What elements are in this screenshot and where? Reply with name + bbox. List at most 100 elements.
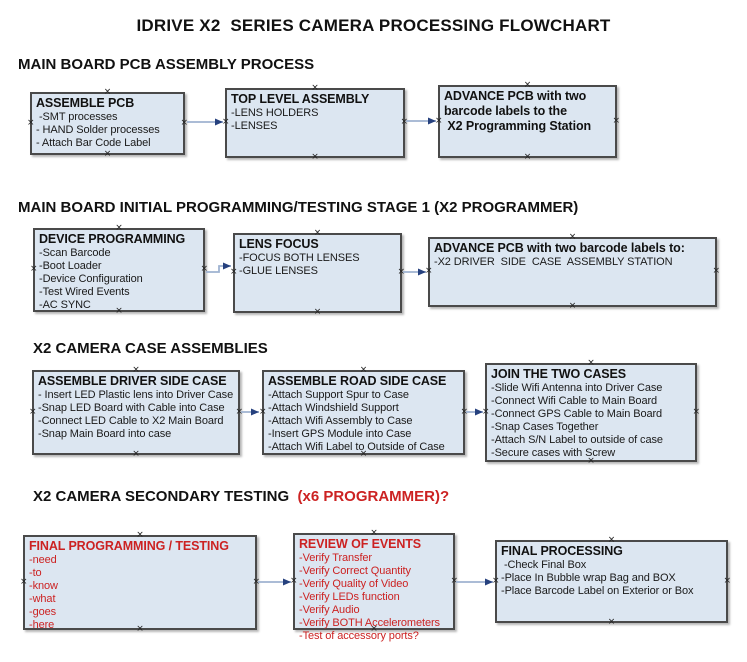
box-items: -Slide Wifi Antenna into Driver Case-Con… xyxy=(491,382,691,460)
box-item: -Verify Quality of Video xyxy=(299,578,409,590)
box-item: -Attach Wifi Label to Outside of Case xyxy=(268,441,445,453)
box-item: -Place In Bubble wrap Bag and BOX xyxy=(501,572,676,584)
connection-handle-icon: × xyxy=(230,267,238,278)
box-item: -know xyxy=(29,580,58,592)
connection-handle-icon: × xyxy=(435,115,443,126)
box-item: -Secure cases with Screw xyxy=(491,447,616,459)
box-item: -Device Configuration xyxy=(39,273,143,285)
box-lens-focus: LENS FOCUS -FOCUS BOTH LENSES-GLUE LENSE… xyxy=(230,229,405,317)
connection-handle-icon: × xyxy=(132,449,140,459)
box-item: -Place Barcode Label on Exterior or Box xyxy=(501,585,694,597)
connection-handle-icon: × xyxy=(30,264,38,275)
connection-handle-icon: × xyxy=(252,576,260,587)
box-item: -Check Final Box xyxy=(501,559,587,571)
box-item: -Attach Wifi Assembly to Case xyxy=(268,415,413,427)
box-title: JOIN THE TWO CASES xyxy=(491,367,627,381)
connection-handle-icon: × xyxy=(568,301,577,311)
box-assemble-driver-side-case: ASSEMBLE DRIVER SIDE CASE - Insert LED P… xyxy=(29,366,243,459)
connection-handle-icon: × xyxy=(460,406,468,417)
box-item: -Verify Audio xyxy=(299,604,360,616)
box-item: -Verify BOTH Accelerometers xyxy=(299,617,440,629)
connection-handle-icon: × xyxy=(425,266,433,277)
box-title: ADVANCE PCB with two barcode labels to t… xyxy=(444,89,592,133)
box-items: -need-to-know-what-goes-here xyxy=(29,554,251,632)
box-item: -Snap Main Board into case xyxy=(38,428,172,440)
box-item: -Verify Correct Quantity xyxy=(299,565,411,577)
box-items: -FOCUS BOTH LENSES-GLUE LENSES xyxy=(239,252,396,278)
box-item: -SMT processes xyxy=(36,111,118,123)
connection-handle-icon: × xyxy=(200,264,208,275)
box-title: FINAL PROCESSING xyxy=(501,544,623,558)
box-review-of-events: REVIEW OF EVENTS -Verify Transfer-Verify… xyxy=(290,529,458,643)
connection-handle-icon: × xyxy=(29,406,37,417)
box-final-processing: FINAL PROCESSING -Check Final Box-Place … xyxy=(492,536,731,627)
box-item: -GLUE LENSES xyxy=(239,265,318,277)
box-item: -here xyxy=(29,619,55,631)
box-item: -Connect GPS Cable to Main Board xyxy=(491,408,663,420)
box-items: -SMT processes- HAND Solder processes- A… xyxy=(36,111,179,150)
box-item: -FOCUS BOTH LENSES xyxy=(239,252,360,264)
box-item: -Insert GPS Module into Case xyxy=(268,428,412,440)
box-item: -Connect Wifi Cable to Main Board xyxy=(491,395,658,407)
connection-handle-icon: × xyxy=(290,575,298,586)
box-title: ASSEMBLE DRIVER SIDE CASE xyxy=(38,374,227,388)
heading-suffix-red: (x6 PROGRAMMER)? xyxy=(297,488,450,505)
box-items: -LENS HOLDERS-LENSES xyxy=(231,107,399,133)
box-device-programming: DEVICE PROGRAMMING -Scan Barcode-Boot Lo… xyxy=(30,224,208,316)
box-item: -Verify Transfer xyxy=(299,552,372,564)
box-advance-pcb-driver-side: ADVANCE PCB with two barcode labels to: … xyxy=(425,233,720,311)
box-item: -Connect LED Cable to X2 Main Board xyxy=(38,415,224,427)
flow-arrow xyxy=(206,262,231,273)
box-title: ASSEMBLE PCB xyxy=(36,96,135,110)
connection-handle-icon: × xyxy=(180,117,188,128)
connection-handle-icon: × xyxy=(400,117,408,128)
box-item: -X2 DRIVER SIDE CASE ASSEMBLY STATION xyxy=(434,256,673,268)
connection-handle-icon: × xyxy=(723,575,731,586)
section-heading-initial-programming: MAIN BOARD INITIAL PROGRAMMING/TESTING S… xyxy=(18,199,579,216)
connection-handle-icon: × xyxy=(313,307,322,317)
connection-handle-icon: × xyxy=(612,115,620,126)
connection-handle-icon: × xyxy=(482,406,490,417)
box-join-the-two-cases: JOIN THE TWO CASES -Slide Wifi Antenna i… xyxy=(482,359,700,466)
section-heading-secondary-testing: X2 CAMERA SECONDARY TESTING (x6 PROGRAMM… xyxy=(33,488,449,505)
connection-handle-icon: × xyxy=(523,152,532,162)
box-advance-pcb-programming-station: ADVANCE PCB with two barcode labels to t… xyxy=(435,81,620,162)
box-items: -Scan Barcode-Boot Loader-Device Configu… xyxy=(39,247,199,312)
box-items: - Insert LED Plastic lens into Driver Ca… xyxy=(38,389,234,441)
box-item: -Test Wired Events xyxy=(39,286,130,298)
box-item: -Test of accessory ports? xyxy=(299,630,419,642)
box-item: -to xyxy=(29,567,42,579)
box-item: -Scan Barcode xyxy=(39,247,111,259)
connection-handle-icon: × xyxy=(607,617,616,627)
box-items: -X2 DRIVER SIDE CASE ASSEMBLY STATION xyxy=(434,256,711,269)
box-item: -goes xyxy=(29,606,57,618)
box-item: - HAND Solder processes xyxy=(36,124,160,136)
box-item: -Snap LED Board with Cable into Case xyxy=(38,402,225,414)
box-item: -Boot Loader xyxy=(39,260,102,272)
box-title: LENS FOCUS xyxy=(239,237,319,251)
box-top-level-assembly: TOP LEVEL ASSEMBLY -LENS HOLDERS-LENSES … xyxy=(222,84,408,162)
box-item: -Snap Cases Together xyxy=(491,421,599,433)
page-title: IDRIVE X2 SERIES CAMERA PROCESSING FLOWC… xyxy=(136,16,611,35)
section-heading-pcb-assembly: MAIN BOARD PCB ASSEMBLY PROCESS xyxy=(18,56,315,73)
connection-handle-icon: × xyxy=(311,152,319,162)
box-item: - Insert LED Plastic lens into Driver Ca… xyxy=(38,389,234,401)
box-items: -Verify Transfer-Verify Correct Quantity… xyxy=(299,552,449,643)
heading-text: X2 CAMERA SECONDARY TESTING xyxy=(33,488,298,505)
connection-handle-icon: × xyxy=(222,117,230,128)
box-title: ADVANCE PCB with two barcode labels to: xyxy=(434,241,685,255)
box-item: -need xyxy=(29,554,57,566)
box-title: DEVICE PROGRAMMING xyxy=(39,232,186,246)
box-title: TOP LEVEL ASSEMBLY xyxy=(231,92,370,106)
connection-handle-icon: × xyxy=(103,149,112,159)
connection-handle-icon: × xyxy=(692,406,700,417)
box-item: -Slide Wifi Antenna into Driver Case xyxy=(491,382,663,394)
box-item: -LENS HOLDERS xyxy=(231,107,319,119)
box-final-programming-testing: FINAL PROGRAMMING / TESTING -need-to-kno… xyxy=(20,531,260,634)
connection-handle-icon: × xyxy=(20,576,28,587)
box-items: -Check Final Box-Place In Bubble wrap Ba… xyxy=(501,559,722,598)
box-item: -Verify LEDs function xyxy=(299,591,400,603)
box-title: FINAL PROGRAMMING / TESTING xyxy=(29,539,229,553)
connection-handle-icon: × xyxy=(27,117,35,128)
